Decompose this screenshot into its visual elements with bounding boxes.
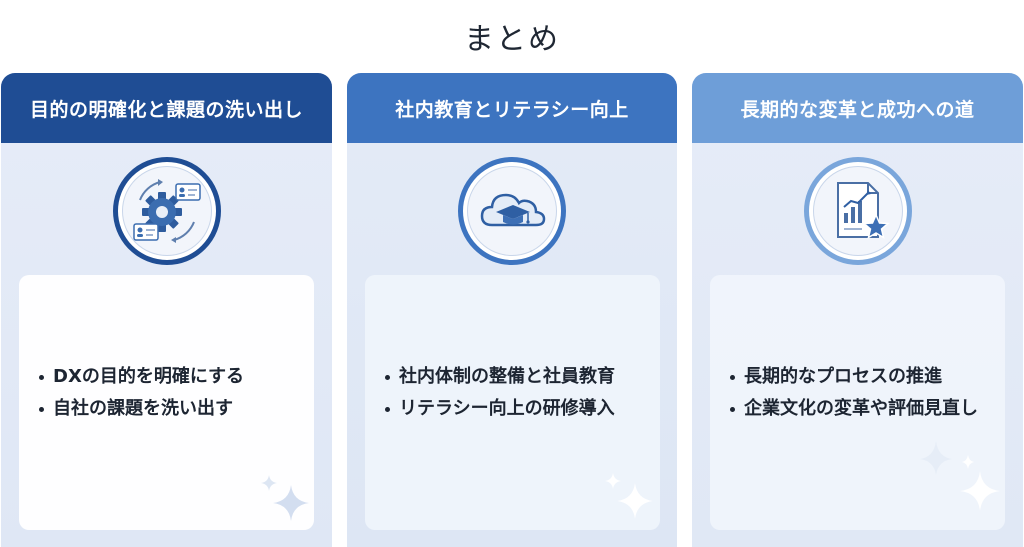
card-content: 長期的なプロセスの推進 企業文化の変革や評価見直し (710, 275, 1005, 530)
bullet-list: DXの目的を明確にする 自社の課題を洗い出す (37, 363, 299, 427)
list-item: リテラシー向上の研修導入 (383, 395, 645, 423)
bullet-dot (385, 375, 390, 380)
card-content: DXの目的を明確にする 自社の課題を洗い出す (19, 275, 314, 530)
sparkle-icon (920, 441, 1000, 511)
bullet-dot (730, 407, 735, 412)
card-content: 社内体制の整備と社員教育 リテラシー向上の研修導入 (365, 275, 660, 530)
list-item: 自社の課題を洗い出す (37, 395, 299, 423)
list-item: DXの目的を明確にする (37, 363, 299, 391)
bullet-dot (385, 407, 390, 412)
bullet-dot (39, 407, 44, 412)
card-header: 社内教育とリテラシー向上 (347, 73, 677, 143)
summary-card-transformation: 長期的な変革と成功への道 長期的なプロセスの推進 企業文化の変革や評価見直し (692, 73, 1023, 547)
summary-card-education: 社内教育とリテラシー向上 社内体制の整備と社員教育 リテラシー向上の研修導入 (347, 73, 677, 547)
list-item: 社内体制の整備と社員教育 (383, 363, 645, 391)
sparkle-icon (605, 473, 653, 519)
summary-card-purpose: 目的の明確化と課題の洗い出し (1, 73, 332, 547)
cloud-graduation-cap-icon (480, 193, 546, 227)
page-title: まとめ (464, 22, 560, 57)
bullet-dot (730, 375, 735, 380)
bullet-list: 長期的なプロセスの推進 企業文化の変革や評価見直し (728, 363, 990, 427)
list-item: 企業文化の変革や評価見直し (728, 395, 990, 423)
card-header: 長期的な変革と成功への道 (692, 73, 1023, 143)
card-icon-badge (458, 157, 566, 265)
sparkle-icon (261, 475, 309, 521)
bullet-list: 社内体制の整備と社員教育 リテラシー向上の研修導入 (383, 363, 645, 427)
bullet-dot (39, 375, 44, 380)
list-item: 長期的なプロセスの推進 (728, 363, 990, 391)
chart-document-star-icon (836, 182, 890, 240)
gear-people-icon (132, 179, 201, 243)
card-header: 目的の明確化と課題の洗い出し (1, 73, 332, 143)
card-icon-badge (112, 157, 221, 265)
card-icon-badge (803, 157, 912, 265)
